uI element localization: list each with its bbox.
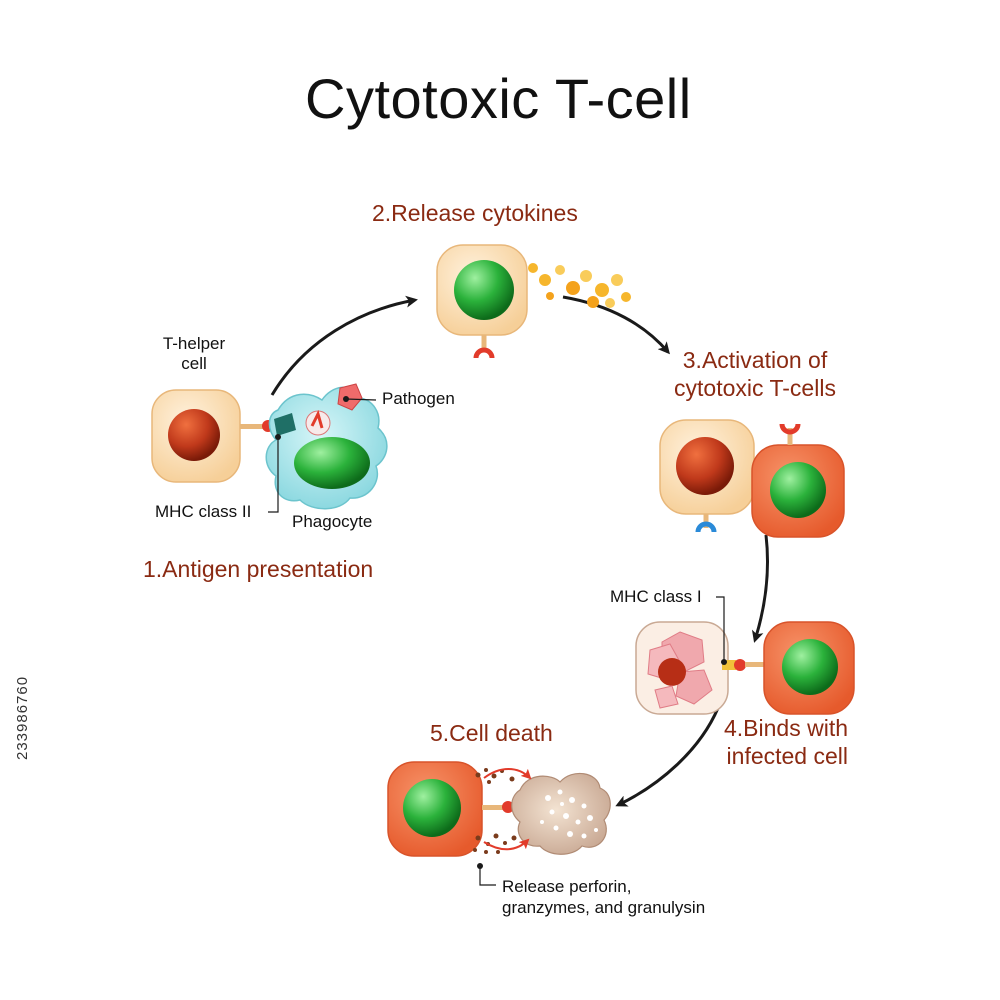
release-label-line2: granzymes, and granulysin (502, 898, 706, 917)
mhc-class-ii-label: MHC class II (155, 502, 252, 521)
step-3-label-line1: 3.Activation of (682, 347, 828, 373)
perforin-granzyme-granules (473, 768, 517, 854)
step-4-label-line1: 4.Binds with (724, 715, 849, 741)
release-label: Release perforin, granzymes, and granuly… (502, 876, 705, 918)
t-helper-label: T-helper cell (156, 334, 232, 374)
t-helper-label-line2: cell (181, 354, 207, 373)
phagosome (305, 409, 331, 436)
stock-id-watermark: 233986760 (14, 675, 31, 760)
step-4-label: 4.Binds with infected cell (724, 714, 848, 770)
phagocyte-nucleus (294, 437, 370, 489)
arrow-step2-to-step3 (562, 295, 670, 355)
dying-cell (511, 772, 611, 855)
mhc-class-ii-molecule (274, 413, 296, 436)
pathogen (337, 383, 363, 411)
step-5-label: 5.Cell death (430, 720, 553, 746)
phagocyte-label: Phagocyte (292, 512, 373, 531)
mhc-class-i-molecule (722, 659, 765, 671)
step-2-label: 2.Release cytokines (372, 200, 578, 226)
release-label-line1: Release perforin, (502, 877, 632, 896)
step-3-label: 3.Activation of cytotoxic T-cells (655, 346, 855, 402)
arrow-step1-to-step2 (270, 295, 418, 396)
cytotoxic-t-cell-step5 (387, 761, 514, 857)
release-arrow-top (483, 768, 532, 780)
arrow-step4-to-step5 (615, 707, 720, 807)
mhc-class-i-label: MHC class I (610, 587, 702, 606)
activated-helper-cell (436, 244, 528, 359)
t-helper-label-line1: T-helper (162, 334, 226, 353)
step-3-label-line2: cytotoxic T-cells (674, 375, 836, 401)
cytokines (528, 263, 631, 308)
page-title: Cytotoxic T-cell (305, 67, 692, 130)
cytotoxic-t-cell-step4 (763, 621, 855, 715)
step-1-label: 1.Antigen presentation (143, 556, 374, 582)
cytotoxic-t-cell-step3 (751, 423, 845, 538)
pathogen-label: Pathogen (382, 389, 455, 408)
release-arrow-bottom (483, 838, 530, 851)
helper-cell-step3 (659, 419, 755, 533)
t-helper-cell (151, 389, 241, 483)
infected-cell (635, 621, 729, 715)
arrow-step3-to-step4 (751, 534, 770, 643)
apoptotic-fragments (540, 789, 598, 839)
step-4-label-line2: infected cell (726, 743, 849, 769)
